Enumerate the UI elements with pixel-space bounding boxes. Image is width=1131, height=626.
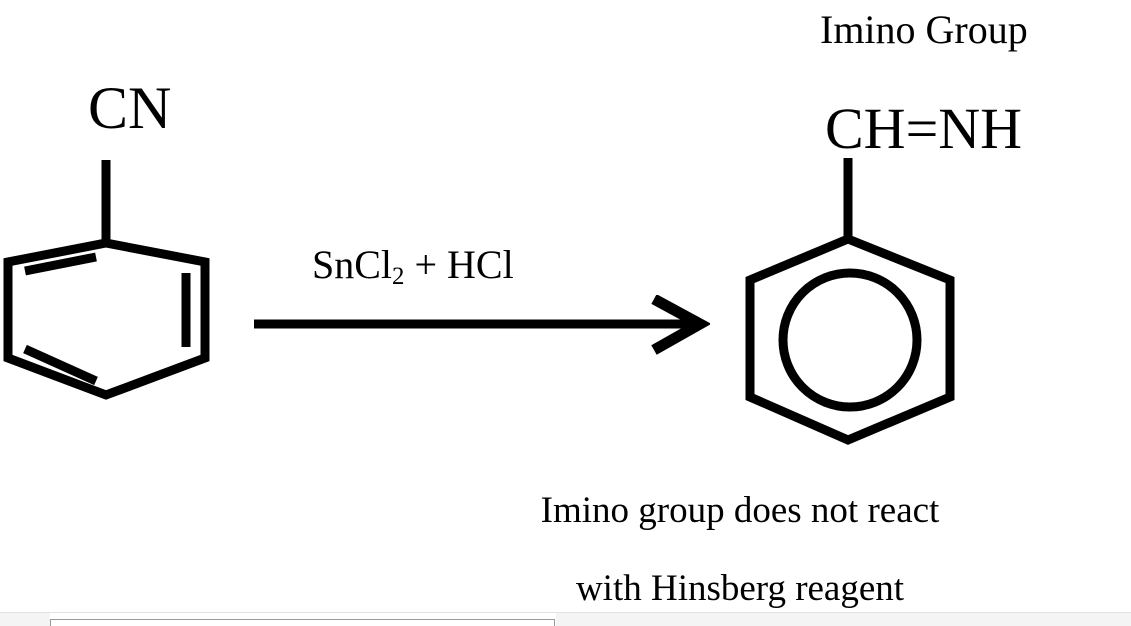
product-annotation-label: Imino Group bbox=[820, 7, 1028, 52]
bottom-strip-right bbox=[556, 613, 1131, 626]
hexagon-outline bbox=[3, 238, 210, 400]
caption-line-2: with Hinsberg reagent bbox=[575, 568, 905, 609]
caption-line-1: Imino group does not react bbox=[540, 490, 940, 531]
double-bond-upper-left bbox=[24, 252, 97, 276]
reaction-arrow bbox=[254, 295, 710, 355]
product-benzene-ring-aromatic bbox=[745, 158, 955, 445]
reagent-conditions-label: SnCl2 + HCl bbox=[312, 245, 514, 290]
bottom-divider bbox=[0, 612, 1131, 613]
double-bond-lower-left bbox=[23, 344, 98, 386]
arrow-head bbox=[651, 295, 710, 355]
reactant-substituent-label-cn: CN bbox=[88, 75, 172, 141]
reagent-subscript: 2 bbox=[392, 263, 405, 291]
bottom-strip-left bbox=[0, 613, 50, 626]
reactant-benzene-ring-kekule bbox=[3, 160, 210, 400]
reagent-suffix: + HCl bbox=[404, 242, 514, 287]
bottom-panel-outline bbox=[50, 619, 555, 626]
aromatic-circle bbox=[778, 268, 922, 412]
reagent-prefix: SnCl bbox=[312, 242, 393, 287]
product-substituent-label-chnh: CH=NH bbox=[825, 96, 1023, 161]
hexagon-outline bbox=[745, 234, 955, 445]
